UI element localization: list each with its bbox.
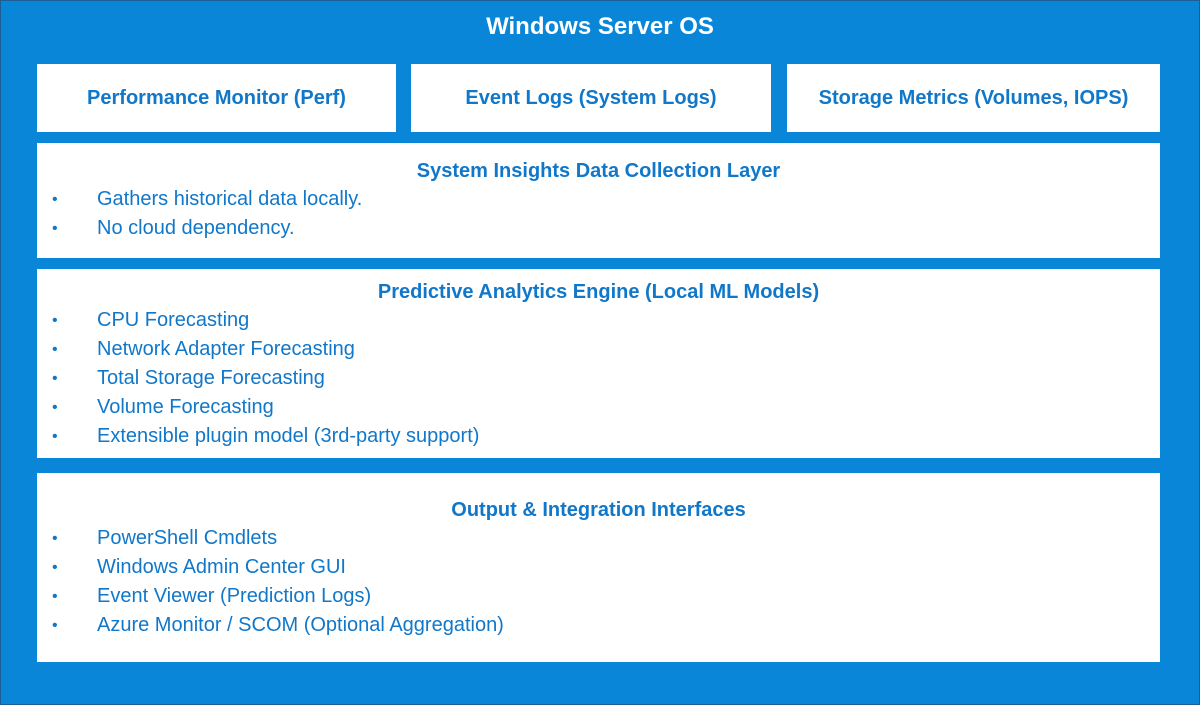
storage-metrics-box: Storage Metrics (Volumes, IOPS) xyxy=(787,64,1160,132)
event-logs-label: Event Logs (System Logs) xyxy=(465,86,717,109)
bullet-icon: • xyxy=(52,617,58,634)
bullet-icon: • xyxy=(52,559,58,576)
bullet-icon: • xyxy=(52,588,58,605)
event-logs-box: Event Logs (System Logs) xyxy=(411,64,771,132)
bullet-icon: • xyxy=(52,312,58,329)
output-integration-interfaces-heading: Output & Integration Interfaces xyxy=(451,499,746,521)
predictive-analytics-engine-heading: Predictive Analytics Engine (Local ML Mo… xyxy=(377,281,820,303)
list-item-text: Extensible plugin model (3rd-party suppo… xyxy=(97,425,480,447)
bullet-icon: • xyxy=(52,220,58,237)
diagram-title: Windows Server OS xyxy=(486,13,714,40)
bullet-icon: • xyxy=(52,530,58,547)
list-item-text: Total Storage Forecasting xyxy=(97,367,325,389)
storage-metrics-label: Storage Metrics (Volumes, IOPS) xyxy=(818,86,1129,109)
list-item-text: Network Adapter Forecasting xyxy=(97,338,355,360)
bullet-icon: • xyxy=(52,341,58,358)
bullet-icon: • xyxy=(52,428,58,445)
list-item-text: Azure Monitor / SCOM (Optional Aggregati… xyxy=(97,614,504,636)
bullet-icon: • xyxy=(52,370,58,387)
output-integration-interfaces-panel: Output & Integration Interfaces • PowerSh… xyxy=(37,473,1160,662)
list-item-text: Event Viewer (Prediction Logs) xyxy=(97,585,372,607)
list-item-text: No cloud dependency. xyxy=(97,217,295,239)
list-item-text: Windows Admin Center GUI xyxy=(97,556,346,578)
list-item-text: PowerShell Cmdlets xyxy=(97,527,278,549)
list-item-text: CPU Forecasting xyxy=(97,309,250,331)
list-item-text: Gathers historical data locally. xyxy=(97,188,363,210)
bullet-icon: • xyxy=(52,191,58,208)
list-item-text: Volume Forecasting xyxy=(97,396,274,418)
bullet-icon: • xyxy=(52,399,58,416)
performance-monitor-label: Performance Monitor (Perf) xyxy=(87,86,346,109)
data-collection-layer-panel: System Insights Data Collection Layer • G… xyxy=(37,143,1160,258)
performance-monitor-box: Performance Monitor (Perf) xyxy=(37,64,396,132)
predictive-analytics-engine-panel: Predictive Analytics Engine (Local ML Mo… xyxy=(37,269,1160,458)
data-collection-layer-heading: System Insights Data Collection Layer xyxy=(416,160,781,182)
